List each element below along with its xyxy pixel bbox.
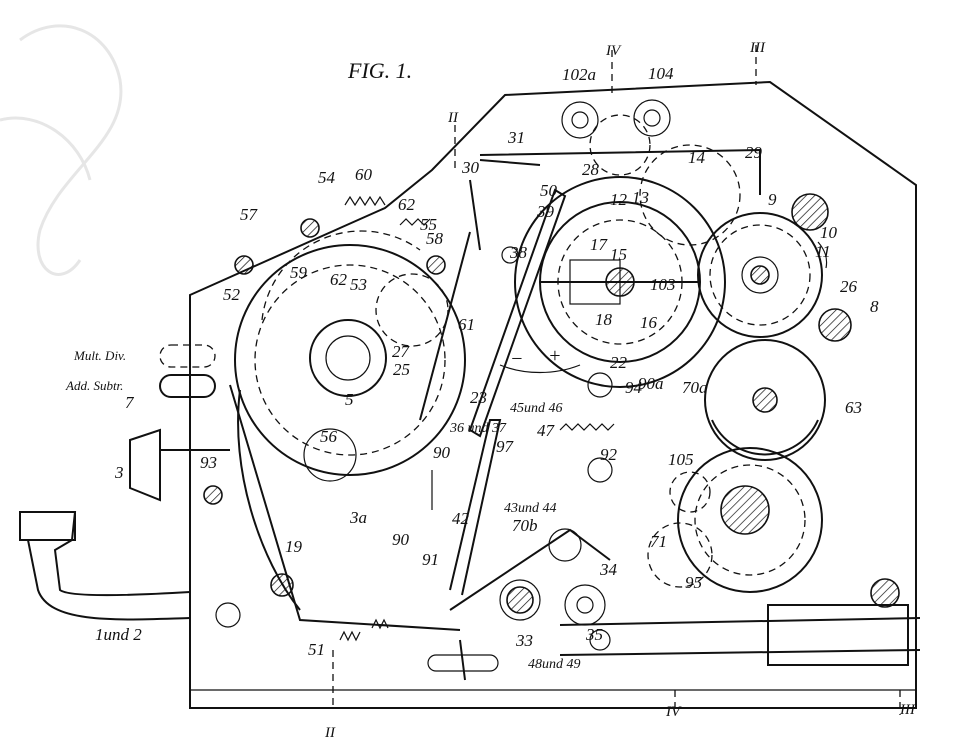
part-label: 13 xyxy=(632,188,649,207)
section-marker: III xyxy=(899,702,916,718)
part-label: 71 xyxy=(650,532,667,551)
part-label: 56 xyxy=(320,427,338,446)
part-label: 58 xyxy=(426,229,444,248)
part-label: 50 xyxy=(540,181,558,200)
section-marker: IV xyxy=(665,704,682,720)
part-label: 3 xyxy=(114,463,124,482)
part-label: 22 xyxy=(610,353,628,372)
part-label: 28 xyxy=(582,160,600,179)
part-label: 63 xyxy=(845,398,862,417)
part-label: 3a xyxy=(349,508,367,527)
lever-arms xyxy=(229,148,761,681)
part-label: 36 und 37 xyxy=(449,421,507,436)
drive-wheel-center xyxy=(514,176,726,388)
crank-handle xyxy=(19,428,230,621)
part-label: 92 xyxy=(600,445,618,464)
part-label: 59 xyxy=(290,263,308,282)
direction-sign: + xyxy=(548,345,562,367)
mode-label: Add. Subtr. xyxy=(65,378,123,393)
part-label: 26 xyxy=(840,277,858,296)
part-label: 1und 2 xyxy=(95,625,142,644)
part-label: 42 xyxy=(452,509,470,528)
part-label: 38 xyxy=(509,243,528,262)
part-label: 34 xyxy=(599,560,618,579)
mode-label: Mult. Div. xyxy=(73,348,126,363)
part-label: 103 xyxy=(650,275,676,294)
part-label: 15 xyxy=(610,245,627,264)
section-marker: III xyxy=(749,40,766,56)
part-label: 47 xyxy=(537,421,556,440)
motion-arrow xyxy=(499,364,581,374)
gear-right-upper xyxy=(589,114,852,342)
part-label: 95 xyxy=(685,573,702,592)
part-label: 93 xyxy=(200,453,217,472)
part-label: 31 xyxy=(507,128,525,147)
section-marker: II xyxy=(447,110,459,126)
part-label: 48und 49 xyxy=(528,657,581,672)
part-label: 30 xyxy=(461,158,480,177)
part-label: 12 xyxy=(610,190,628,209)
section-lines xyxy=(332,45,901,715)
counter-wheel-left xyxy=(234,230,466,482)
part-label: 62 xyxy=(330,270,348,289)
part-label: 10 xyxy=(820,223,838,242)
figure-title: FIG. 1. xyxy=(347,58,412,83)
rotation-arrow xyxy=(817,241,828,269)
part-label: 61 xyxy=(458,315,475,334)
part-label: 70b xyxy=(512,516,538,535)
part-label: 102a xyxy=(562,65,596,84)
part-label: 104 xyxy=(648,64,674,83)
part-label: 17 xyxy=(590,235,609,254)
part-label: 52 xyxy=(223,285,241,304)
part-label: 25 xyxy=(393,360,410,379)
part-label: 29 xyxy=(745,143,763,162)
part-label: 90 xyxy=(392,530,410,549)
bottom-rails xyxy=(559,604,921,666)
part-label: 27 xyxy=(392,342,411,361)
springs xyxy=(339,195,615,642)
direction-sign: − xyxy=(510,348,524,370)
gear-right-lower xyxy=(647,447,823,593)
part-label: 91 xyxy=(422,550,439,569)
part-label: 51 xyxy=(308,640,325,659)
part-label: 7 xyxy=(125,393,135,412)
part-label: 23 xyxy=(470,388,487,407)
part-label: 19 xyxy=(285,537,303,556)
part-label: 94 xyxy=(625,378,643,397)
part-label: 105 xyxy=(668,450,694,469)
part-label: 8 xyxy=(870,297,879,316)
section-marker: IV xyxy=(605,43,622,59)
part-label: 70a xyxy=(682,378,708,397)
part-label: 9 xyxy=(768,190,777,209)
housing-plate xyxy=(189,80,917,709)
section-marker: II xyxy=(324,725,336,741)
part-label: 90 xyxy=(433,443,451,462)
part-label: 45und 46 xyxy=(510,401,563,416)
part-label: 18 xyxy=(595,310,613,329)
part-label: 60 xyxy=(355,165,373,184)
paper-bleed xyxy=(0,24,123,276)
part-label: 39 xyxy=(536,202,555,221)
part-label: 53 xyxy=(350,275,367,294)
part-label: 43und 44 xyxy=(504,501,557,516)
part-label: 35 xyxy=(585,625,603,644)
part-label: 14 xyxy=(688,148,706,167)
part-label: 11 xyxy=(815,242,831,261)
part-label: 62 xyxy=(398,195,416,214)
part-label: 55 xyxy=(420,215,437,234)
part-label: 16 xyxy=(640,313,658,332)
part-label: 33 xyxy=(515,631,533,650)
cam-disc-right xyxy=(704,339,826,461)
part-label: 5 xyxy=(345,390,354,409)
part-label: 90a xyxy=(638,374,664,393)
part-label: 57 xyxy=(240,205,259,224)
part-label: 97 xyxy=(496,437,515,456)
part-label: 54 xyxy=(318,168,336,187)
mode-selector xyxy=(159,344,216,398)
